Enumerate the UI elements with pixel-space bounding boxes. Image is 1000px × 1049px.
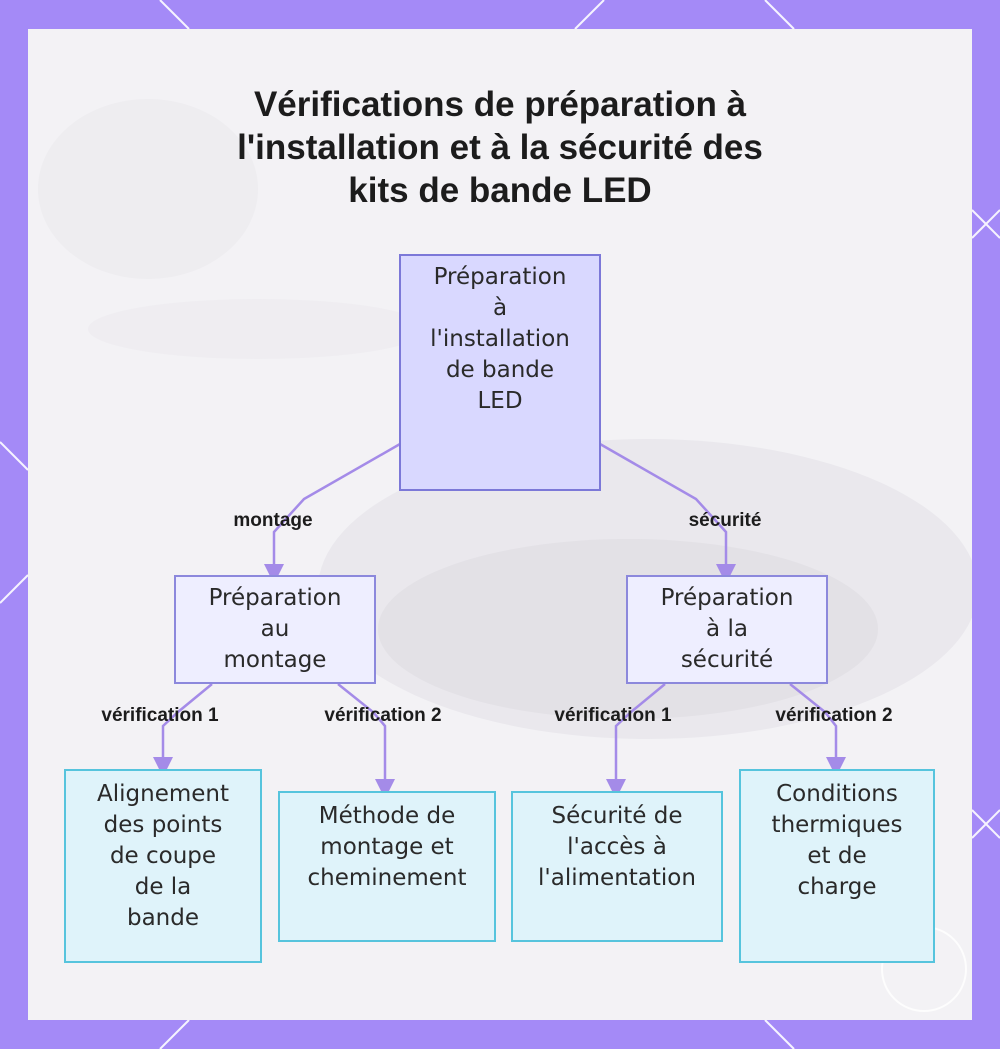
edge-root-safety [600, 444, 726, 574]
node-line: Préparation [401, 262, 599, 293]
edge-label-securite: sécurité [689, 510, 762, 532]
node-line: de la [66, 872, 260, 903]
edge-label-verification-1: vérification 1 [101, 705, 218, 727]
node-mounting-method: Méthode de montage et cheminement [278, 791, 496, 942]
node-power-access-safety: Sécurité de l'accès à l'alimentation [511, 791, 723, 942]
edge-mounting-method [338, 684, 385, 789]
node-line: sécurité [628, 645, 826, 676]
node-line: l'accès à [513, 832, 721, 863]
edge-label-verification-2: vérification 2 [324, 705, 441, 727]
node-line: Préparation [176, 583, 374, 614]
node-line: l'alimentation [513, 863, 721, 894]
node-line: à la [628, 614, 826, 645]
node-line: montage [176, 645, 374, 676]
node-line: montage et [280, 832, 494, 863]
edge-label-verification-1: vérification 1 [554, 705, 671, 727]
node-line: de coupe [66, 841, 260, 872]
edge-root-mounting [274, 444, 400, 574]
node-line: thermiques [741, 810, 933, 841]
node-installation-readiness: Préparation à l'installation de bande LE… [399, 254, 601, 491]
node-line: des points [66, 810, 260, 841]
edge-safety-power [616, 684, 665, 789]
node-line: Conditions [741, 779, 933, 810]
node-line: cheminement [280, 863, 494, 894]
node-thermal-load-conditions: Conditions thermiques et de charge [739, 769, 935, 963]
node-line: Alignement [66, 779, 260, 810]
node-line: de bande [401, 355, 599, 386]
node-line: et de [741, 841, 933, 872]
node-line: l'installation [401, 324, 599, 355]
node-line: Sécurité de [513, 801, 721, 832]
node-line: charge [741, 872, 933, 903]
node-mounting-readiness: Préparation au montage [174, 575, 376, 684]
node-line: Méthode de [280, 801, 494, 832]
edge-label-montage: montage [233, 510, 312, 532]
node-line: Préparation [628, 583, 826, 614]
node-safety-readiness: Préparation à la sécurité [626, 575, 828, 684]
node-line: LED [401, 386, 599, 417]
node-cut-point-alignment: Alignement des points de coupe de la ban… [64, 769, 262, 963]
diagram-card: Vérifications de préparation à l'install… [28, 29, 972, 1020]
node-line: bande [66, 903, 260, 934]
edge-label-verification-2: vérification 2 [775, 705, 892, 727]
node-line: au [176, 614, 374, 645]
node-line: à [401, 293, 599, 324]
